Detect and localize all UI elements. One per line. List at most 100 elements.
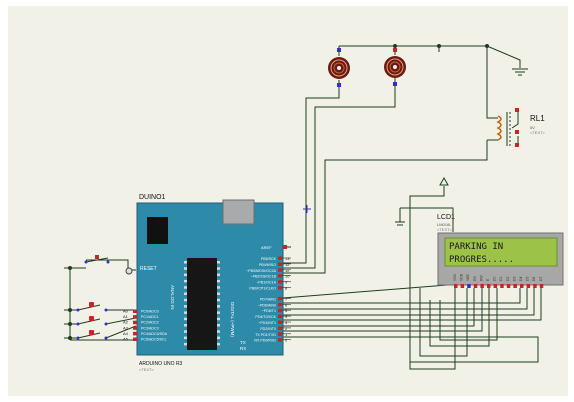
right-pin-number: 3 bbox=[285, 320, 288, 325]
wire-relay-pin bbox=[283, 140, 488, 274]
lcd-pin-pad bbox=[539, 284, 544, 288]
arduino-board[interactable]: DUINO1 ANALOG IN DIGITAL (~PWM) TX RX AR… bbox=[123, 194, 291, 372]
right-pin-label: ~PD6/AIN0 bbox=[258, 303, 276, 307]
chip-leg bbox=[217, 279, 220, 283]
aref-label: AREF bbox=[261, 245, 272, 250]
chip-leg bbox=[217, 298, 220, 302]
chip-leg bbox=[217, 311, 220, 314]
chip-leg bbox=[217, 286, 220, 289]
right-pin-pad bbox=[278, 326, 282, 330]
usb-connector bbox=[222, 199, 255, 225]
right-pin-label: ~PB3/MOSI/OC2A bbox=[246, 269, 276, 273]
reset-label: RESET bbox=[140, 266, 157, 272]
chip-legs bbox=[184, 261, 220, 346]
probe-marker bbox=[303, 205, 311, 213]
left-pin-pad bbox=[133, 309, 137, 313]
right-pin-number: 10 bbox=[285, 274, 290, 279]
lcd-pin-pad bbox=[533, 284, 537, 288]
right-pin-pad bbox=[278, 302, 282, 307]
wire-top-bus bbox=[339, 45, 521, 68]
switch-reset[interactable] bbox=[84, 255, 110, 264]
chip-leg bbox=[184, 330, 187, 333]
left-pin-number: A5 bbox=[123, 337, 129, 342]
lcd-pin-label: RW bbox=[479, 275, 483, 281]
left-pin-label: PC2/ADC2 bbox=[141, 321, 159, 325]
right-pin-label: PB4/MISO bbox=[259, 263, 276, 267]
lcd-model: LM016L bbox=[437, 222, 452, 227]
wire-relay bbox=[486, 46, 498, 119]
chip-leg bbox=[184, 298, 187, 302]
chip-leg bbox=[184, 261, 187, 264]
lcd-pin-label: VEE bbox=[466, 273, 470, 281]
lcd-pin-pad bbox=[460, 284, 465, 288]
right-pin-pad bbox=[278, 268, 282, 272]
lcd-pin-label: VSS bbox=[453, 273, 457, 281]
lcd-pin-label: D0 bbox=[493, 277, 497, 281]
left-pin-pad bbox=[133, 315, 137, 319]
chip-leg bbox=[217, 342, 220, 346]
lcd-line-1: PARKING IN bbox=[449, 242, 503, 252]
chip-leg bbox=[217, 261, 220, 264]
rx-label: RX bbox=[240, 346, 246, 351]
coil-right[interactable] bbox=[384, 48, 406, 86]
right-pin: ~PD3/INT1 3 bbox=[258, 320, 291, 325]
chip-leg bbox=[184, 292, 187, 295]
lcd-pin-label: D6 bbox=[532, 277, 536, 281]
digital-pwm-label: DIGITAL (~PWM) bbox=[230, 302, 235, 337]
right-pin-number: 1 bbox=[285, 332, 288, 337]
relay-title: RL1 bbox=[530, 114, 545, 123]
lcd-pin: D1 bbox=[499, 277, 504, 288]
chip-leg bbox=[184, 317, 187, 321]
coil-left[interactable] bbox=[328, 48, 350, 87]
relay-voltage: 5V bbox=[530, 125, 535, 130]
right-pin-number: 6 bbox=[285, 302, 288, 307]
lcd-pin-pad bbox=[473, 284, 478, 288]
lcd-pin-pad bbox=[513, 284, 517, 288]
right-pin-pad bbox=[278, 314, 282, 319]
chip-leg bbox=[184, 305, 187, 308]
lcd-pin-label: RS bbox=[473, 276, 477, 281]
lcd-pin-label: D2 bbox=[506, 277, 510, 281]
tx-label: TX bbox=[240, 340, 246, 345]
left-pin-pad bbox=[133, 320, 137, 325]
relay-rl1[interactable]: RL1 5V <TEXT> bbox=[496, 108, 546, 147]
right-pin-number: 0 bbox=[285, 338, 288, 343]
right-pin-number: 2 bbox=[285, 326, 288, 331]
left-pin-label: PC0/ADC0 bbox=[141, 310, 159, 314]
left-pin-header: PC0/ADC0A0PC1/ADC1A1PC2/ADC2A2PC3/ADC3A3… bbox=[123, 309, 168, 342]
lcd-display[interactable]: LCD1 LM016L <TEXT> PARKING IN PROGRES...… bbox=[437, 214, 564, 288]
lcd-pin-pad bbox=[487, 284, 491, 288]
right-pin-pad bbox=[278, 274, 282, 278]
right-pin-label: RX PD0/RXD bbox=[254, 339, 276, 343]
switch-a1[interactable] bbox=[76, 316, 108, 326]
right-pin-pad bbox=[278, 286, 282, 290]
arduino-model: ARDUINO UNO R3 bbox=[139, 361, 183, 367]
chip-leg bbox=[217, 292, 220, 295]
switch-a0[interactable] bbox=[76, 302, 108, 312]
lcd-pin: D5 bbox=[526, 277, 531, 288]
power-jack bbox=[147, 217, 168, 244]
lcd-pin: VSS bbox=[453, 273, 458, 288]
junction-dots bbox=[393, 44, 489, 48]
lcd-pin-label: D4 bbox=[519, 277, 523, 281]
right-pin-number: 4 bbox=[285, 314, 288, 319]
switch-a2[interactable] bbox=[76, 330, 108, 340]
right-pin-label: ~PD3/INT1 bbox=[258, 321, 276, 325]
wire-lcd-power bbox=[409, 186, 445, 287]
lcd-pin-pad bbox=[480, 284, 484, 288]
lcd-pin-label: D1 bbox=[499, 277, 503, 281]
lcd-pin: VEE bbox=[466, 273, 471, 288]
right-pin-label: PD2/INT0 bbox=[260, 327, 276, 331]
lcd-pin: D0 bbox=[493, 277, 498, 288]
right-pin-number: 11 bbox=[285, 268, 290, 273]
